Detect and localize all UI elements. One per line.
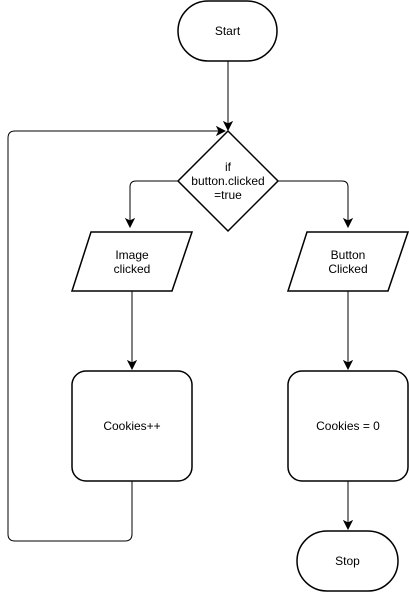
start-terminal [177, 0, 278, 62]
edge-decision-to-button-clicked [278, 180, 348, 227]
image-clicked-parallelogram [70, 231, 194, 292]
cookies-increment-process [71, 370, 193, 482]
edge-loop-back-to-decision [7, 131, 225, 542]
edge-decision-to-image-clicked [130, 180, 178, 227]
cookies-reset-process [287, 370, 409, 482]
button-clicked-parallelogram [286, 231, 409, 292]
decision-diamond [176, 129, 280, 233]
stop-terminal [296, 530, 399, 592]
